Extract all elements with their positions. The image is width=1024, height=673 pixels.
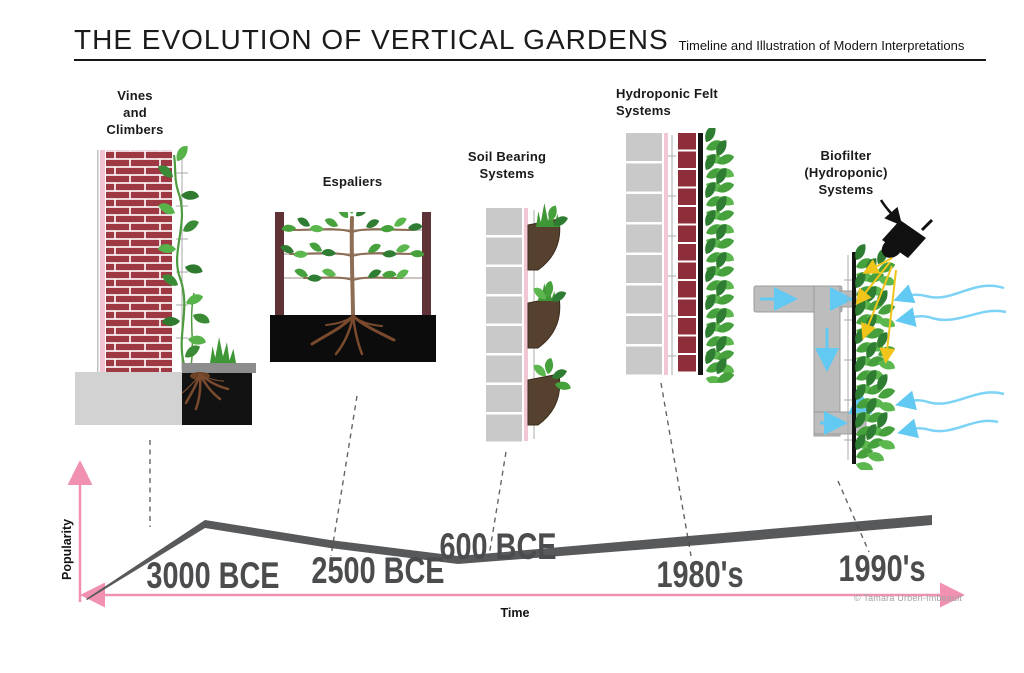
vines-climbers-illustration xyxy=(75,143,256,425)
label-hydroponic-felt: Hydroponic Felt Systems xyxy=(616,86,718,118)
x-axis-label: Time xyxy=(501,606,530,620)
era-label-2500bce: 2500 BCE xyxy=(311,551,444,592)
plant-foliage xyxy=(851,242,897,470)
brick-wall xyxy=(106,150,172,372)
concrete-base xyxy=(75,372,187,425)
espalier-tree xyxy=(279,212,426,318)
plant-foliage xyxy=(701,128,735,383)
block-wall xyxy=(486,208,522,442)
water-flow-arrows xyxy=(760,287,872,435)
felt-layer xyxy=(678,133,696,372)
block-wall xyxy=(626,133,662,375)
support-wire xyxy=(668,135,676,375)
header: THE EVOLUTION OF VERTICAL GARDENS Timeli… xyxy=(74,26,986,61)
grass-tuft xyxy=(210,337,236,363)
espalier-post-left xyxy=(275,212,284,315)
label-pointer-arrow xyxy=(879,199,903,226)
soil-pocket-1 xyxy=(527,203,570,271)
membrane-strip xyxy=(664,133,668,375)
tree-roots xyxy=(310,314,396,356)
y-axis-label: Popularity xyxy=(60,519,74,580)
hydroponic-felt-illustration xyxy=(626,128,735,383)
biofilter-illustration xyxy=(753,199,1007,470)
label-soil-bearing: Soil Bearing Systems xyxy=(467,149,547,181)
page-title: THE EVOLUTION OF VERTICAL GARDENS xyxy=(74,24,669,55)
soil-bearing-illustration xyxy=(486,203,573,442)
planter-shelf xyxy=(182,363,256,373)
page-subtitle: Timeline and Illustration of Modern Inte… xyxy=(678,38,965,53)
espalier-post-right xyxy=(422,212,431,315)
label-vines-climbers: Vines and Climbers xyxy=(106,88,164,137)
era-label-1990s: 1990's xyxy=(838,549,925,590)
era-label-3000bce: 3000 BCE xyxy=(146,556,279,597)
popularity-curve xyxy=(86,515,932,600)
wall-backing-line xyxy=(97,150,99,372)
soil-pocket-3 xyxy=(527,356,573,426)
espalier-illustration xyxy=(270,212,436,362)
label-biofilter: Biofilter (Hydroponic) Systems xyxy=(804,148,888,197)
credit-text: © Tamara Urben-Imbeault xyxy=(854,593,963,603)
support-wire xyxy=(844,255,852,460)
timeline-chart: Popularity Time 3000 BCE 2500 BCE 600 BC… xyxy=(60,460,965,620)
label-espaliers: Espaliers xyxy=(322,174,383,189)
grow-lamp-icon xyxy=(881,218,934,258)
era-label-600bce: 600 BCE xyxy=(439,527,556,568)
root-ball xyxy=(181,372,230,411)
membrane-strip xyxy=(524,208,528,441)
airflow-arrows xyxy=(893,284,1007,439)
root-barrier-strip xyxy=(852,252,856,464)
membrane-strip xyxy=(100,150,105,372)
era-label-1980s: 1980's xyxy=(656,555,743,596)
pipe-assembly xyxy=(753,285,867,437)
soil-pocket-2 xyxy=(527,279,569,349)
root-barrier-strip xyxy=(698,133,703,375)
